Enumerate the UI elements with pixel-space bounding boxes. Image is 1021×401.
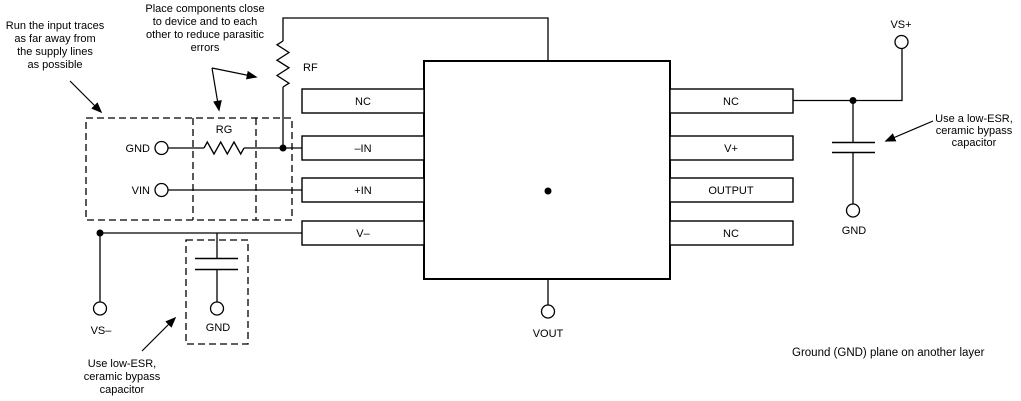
pin-box-noninverting-input [301,177,425,203]
ic-body [423,60,671,280]
v-plus-rail [793,49,903,102]
place-components-arrow-rg [211,67,222,112]
left-cap-note-arrow [141,316,177,352]
right-pin-boxes: NC V+ OUTPUT NC [669,88,794,246]
note-input-traces-line2: as far away from [14,33,95,45]
input-traces-arrow [69,80,103,114]
terminals [92,34,909,319]
pin-box-left-nc [301,88,425,114]
note-left-cap-line2: ceramic bypass [84,371,161,383]
note-place-components: Place components close to device and to … [145,3,264,54]
pin-label-inverting-input: –IN [354,143,371,155]
pin-label-right-nc-bottom: NC [723,228,739,240]
note-left-cap-line1: Use low-ESR, [88,358,156,370]
note-input-traces-line3: the supply lines [17,46,93,58]
pin-box-output [669,177,794,203]
annotation-arrows [69,67,934,352]
note-left-cap: Use low-ESR, ceramic bypass capacitor [84,358,161,396]
place-components-arrow-rf [211,67,258,80]
note-right-cap: Use a low-ESR, ceramic bypass capacitor [935,113,1013,149]
pin-label-v-minus: V– [356,228,370,240]
note-input-traces: Run the input traces as far away from th… [6,20,105,71]
junction-v-plus-node [849,97,857,104]
right-cap-note-arrow [884,120,934,142]
gnd-right-terminal [845,203,861,218]
input-region-outline [85,117,293,221]
pin-box-inverting-input [301,135,425,161]
gnd-input-terminal [154,140,169,156]
rf-resistor [275,40,291,88]
input-components-dashed-region [85,117,293,221]
left-pin-boxes: NC –IN +IN V– [301,88,425,246]
vs-plus-terminal [894,34,909,50]
note-right-cap-line3: capacitor [952,137,997,149]
pin-label-right-nc-top: NC [723,96,739,108]
pin-box-right-nc-bottom [669,220,794,246]
pin-label-noninverting-input: +IN [354,185,371,197]
vin-terminal [154,182,169,198]
pin-label-v-plus: V+ [724,143,738,155]
rg-resistor [203,140,245,156]
note-ground-plane: Ground (GND) plane on another layer [792,347,985,359]
pin-box-v-minus [301,220,425,246]
note-right-cap-line1: Use a low-ESR, [935,113,1013,125]
junction-v-minus-node [96,229,104,237]
note-place-components-line3: other to reduce parasitic [146,29,265,41]
note-right-cap-line2: ceramic bypass [936,125,1013,137]
vin-label: VIN [132,185,150,197]
rf-label: RF [303,62,318,74]
note-place-components-line4: errors [191,42,220,54]
rg-label: RG [216,124,233,136]
vs-plus-label: VS+ [890,19,911,31]
vs-minus-terminal [92,301,108,316]
pin-label-output: OUTPUT [708,185,754,197]
note-place-components-line2: to device and to each [153,16,258,28]
note-input-traces-line1: Run the input traces [6,20,105,32]
gnd-bottom-left-terminal [209,301,225,316]
gnd-right-label: GND [842,225,867,237]
gnd-bottom-left-label: GND [206,322,231,334]
note-left-cap-line3: capacitor [100,384,145,396]
left-bypass-capacitor [195,257,238,271]
pin-box-v-plus [669,135,794,161]
right-bypass-capacitor [832,141,875,154]
junction-inverting-node [279,144,287,152]
junction-ic-center-node [544,187,552,195]
wires [99,17,903,305]
note-place-components-line1: Place components close [145,3,264,15]
pin-box-right-nc-top [669,88,794,114]
vout-label: VOUT [533,328,564,340]
pin-label-left-nc: NC [355,96,371,108]
vs-minus-label: VS– [91,325,113,337]
feedback-trace [282,17,549,61]
junction-dots [96,97,857,237]
bypass-cap-dashed-region [185,239,249,345]
note-input-traces-line4: as possible [27,59,82,71]
vout-terminal [540,304,556,319]
gnd-input-label: GND [126,143,151,155]
